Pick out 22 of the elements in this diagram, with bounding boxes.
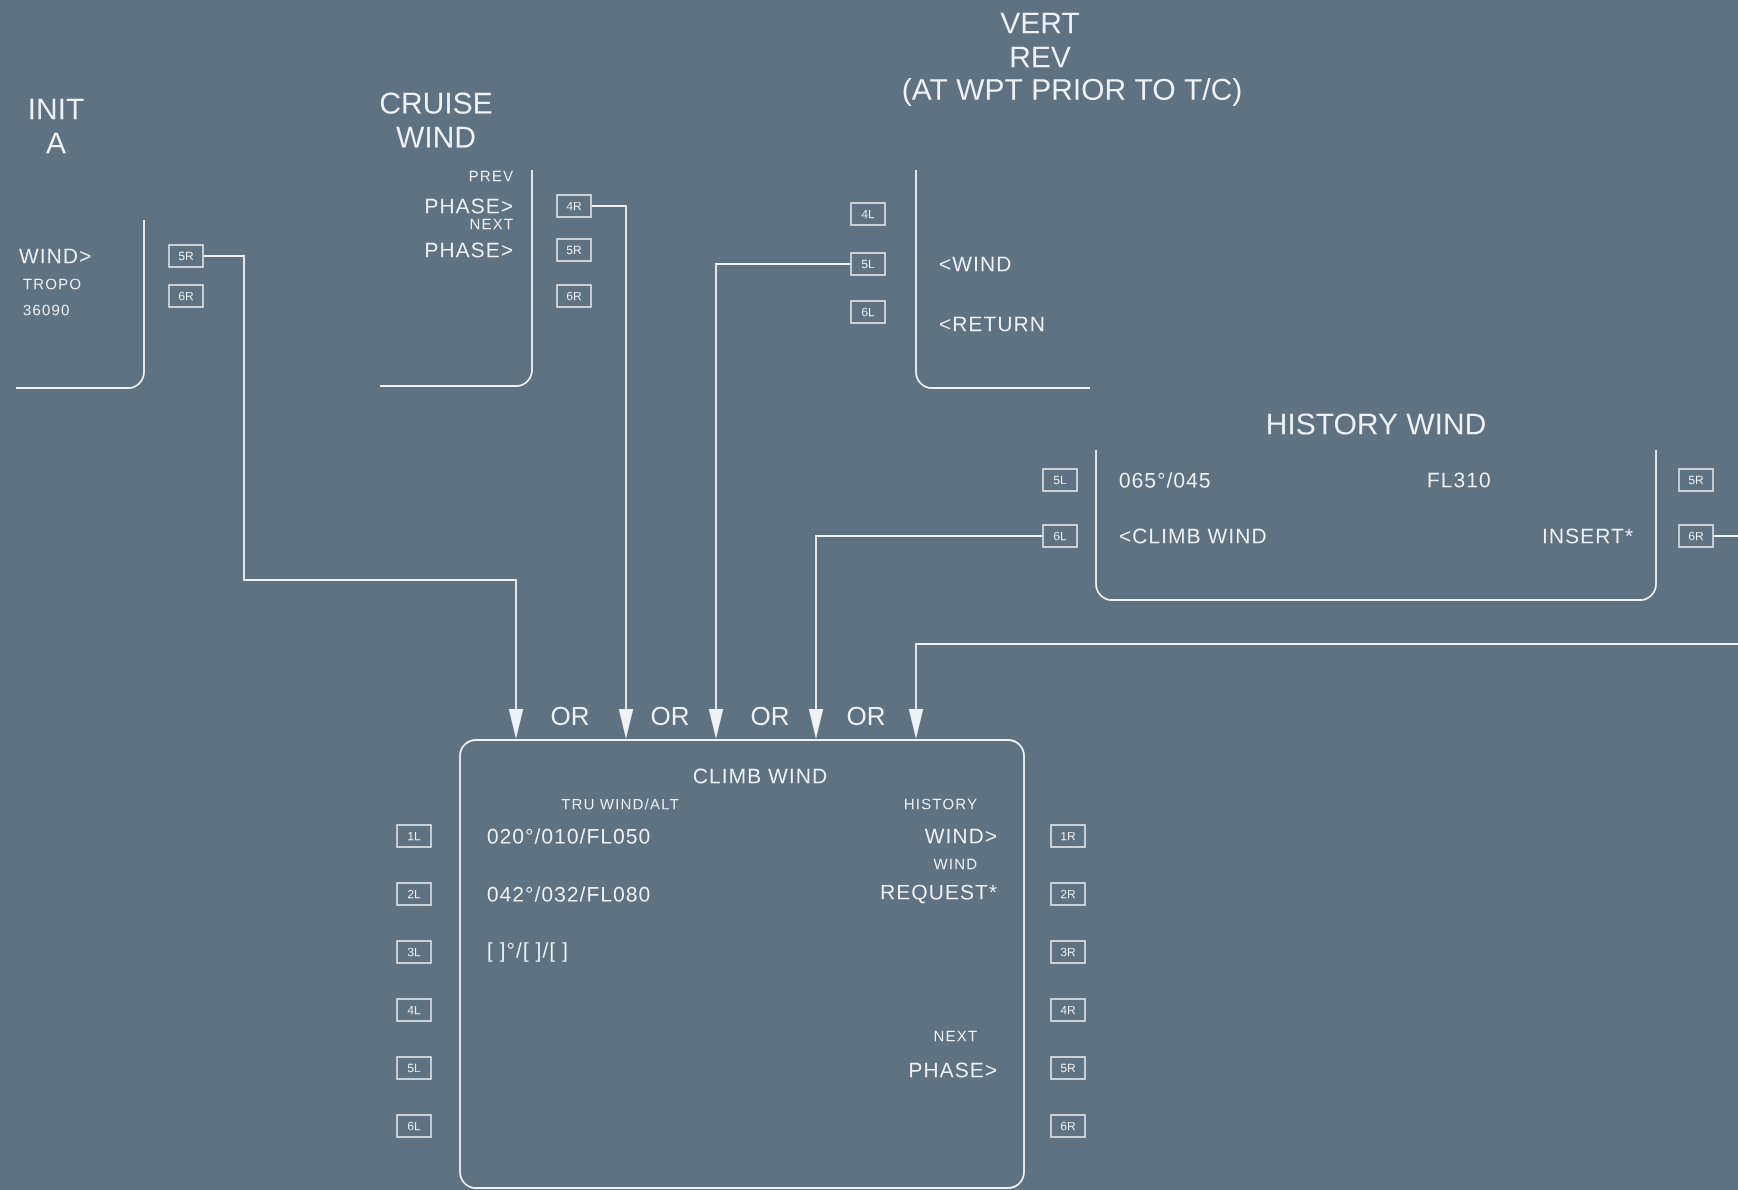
menu-label: PHASE> <box>910 1062 997 1078</box>
menu-label: PHASE> <box>426 198 513 214</box>
screen-title: VERT REV <box>1000 12 1080 68</box>
data-value: 065°/045 <box>1119 472 1210 488</box>
data-value: 042°/032/FL080 <box>487 886 650 902</box>
menu-label: REQUEST* <box>881 884 997 904</box>
data-value: FL310 <box>1428 472 1490 488</box>
screen-title: HISTORY WIND <box>1268 413 1485 435</box>
screen-subtitle: (AT WPT PRIOR TO T/C) <box>903 78 1241 106</box>
screen-title: CLIMB WIND <box>693 768 827 784</box>
menu-label: <WIND <box>939 256 1011 272</box>
or-label: OR <box>651 706 689 726</box>
data-value: 020°/010/FL050 <box>487 828 650 844</box>
menu-label: <RETURN <box>939 316 1044 332</box>
menu-label: WIND> <box>19 248 91 264</box>
menu-label: INSERT* <box>1543 528 1633 544</box>
menu-label: <CLIMB WIND <box>1119 528 1266 544</box>
menu-label: PHASE> <box>426 242 513 258</box>
screen-title: INIT A <box>30 98 84 154</box>
menu-label: WIND> <box>924 828 997 844</box>
screen-title: CRUISE WIND <box>380 92 492 148</box>
entry-field: [ ]°/[ ]/[ ] <box>488 942 567 962</box>
